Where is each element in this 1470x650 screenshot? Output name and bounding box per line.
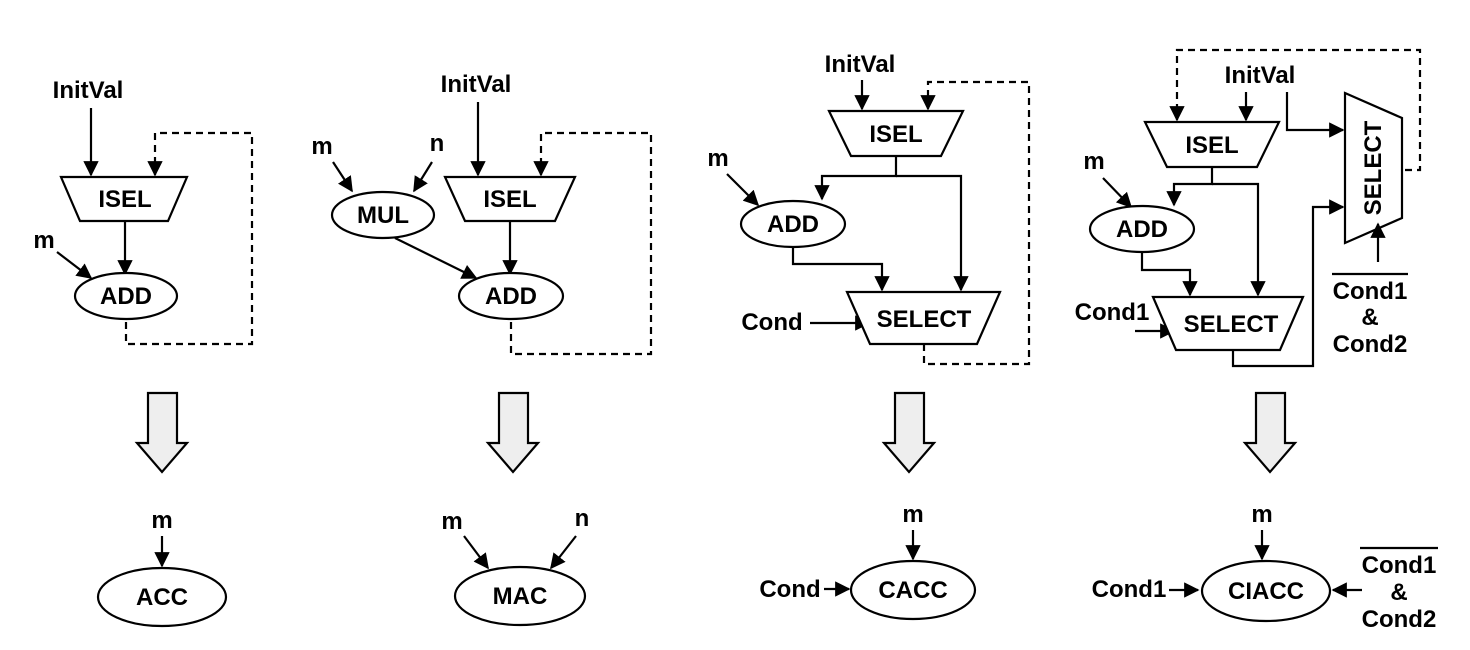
isel-block xyxy=(1143,120,1281,169)
initval-label: InitVal xyxy=(1225,62,1296,89)
add-node xyxy=(73,271,179,321)
select-to-side-select-wire xyxy=(1231,199,1345,368)
result-cond1-label: Cond1 xyxy=(1092,576,1167,603)
ciacc-node xyxy=(1200,559,1332,623)
m-arrow xyxy=(726,173,760,207)
result-input-label: m xyxy=(902,501,923,528)
add-node xyxy=(457,271,565,321)
isel-block xyxy=(827,109,965,158)
result-cond-label: Cond xyxy=(759,576,820,603)
n-label: n xyxy=(430,130,445,157)
add-label: ADD xyxy=(767,211,819,238)
side-select-label: SELECT xyxy=(1360,120,1387,215)
cond-neg-label: Cond1 xyxy=(1333,278,1408,305)
result-input-m-label: m xyxy=(441,508,462,535)
cond-label: Cond xyxy=(741,309,802,336)
transform-arrow xyxy=(485,391,541,474)
result-input-label: m xyxy=(151,507,172,534)
result-amp-label: & xyxy=(1390,579,1407,606)
isel-label: ISEL xyxy=(1185,132,1238,159)
isel-to-select-wire xyxy=(1212,182,1266,297)
cacc-label: CACC xyxy=(878,577,947,604)
feedback-loop xyxy=(920,80,1031,366)
ciacc-label: CIACC xyxy=(1228,578,1304,605)
isel-to-add-wire xyxy=(814,156,898,201)
add-to-select-wire xyxy=(791,247,890,292)
feedback-loop xyxy=(509,131,653,356)
result-input-label: m xyxy=(1251,501,1272,528)
initval-label: InitVal xyxy=(441,71,512,98)
cond2-label: Cond2 xyxy=(1333,331,1408,358)
add-to-select-wire xyxy=(1140,252,1198,297)
isel-label: ISEL xyxy=(483,186,536,213)
mul-to-add-arrow xyxy=(394,237,478,279)
initval-label: InitVal xyxy=(825,51,896,78)
panel-cacc: InitVal ISEL m ADD Cond SELECT m Cond CA… xyxy=(707,51,1031,621)
result-cond2-label: Cond2 xyxy=(1362,606,1437,633)
panel-ciacc: InitVal ISEL m ADD Cond1 SELECT SELECT C… xyxy=(1075,48,1438,633)
select-label: SELECT xyxy=(877,306,972,333)
initval-to-side-select-wire xyxy=(1285,92,1345,138)
result-input-n-arrow xyxy=(550,535,577,570)
transform-arrow xyxy=(1242,391,1298,474)
m-arrow xyxy=(332,161,353,193)
panel-mac: m n MUL InitVal ISEL ADD m n MAC xyxy=(311,71,653,627)
transform-arrow xyxy=(881,391,937,474)
cacc-node xyxy=(849,559,977,621)
add-label: ADD xyxy=(100,283,152,310)
mac-label: MAC xyxy=(493,583,548,610)
amp-label: & xyxy=(1361,304,1378,331)
acc-label: ACC xyxy=(136,584,188,611)
add-label: ADD xyxy=(485,283,537,310)
mul-label: MUL xyxy=(357,202,409,229)
initval-label: InitVal xyxy=(53,77,124,104)
isel-to-select-wire xyxy=(896,174,969,292)
select-block xyxy=(845,290,1002,346)
side-select-block xyxy=(1343,91,1404,245)
m-label: m xyxy=(707,145,728,172)
n-arrow xyxy=(413,161,433,193)
result-cond-neg-label: Cond1 xyxy=(1362,552,1437,579)
select-block xyxy=(1151,295,1305,352)
acc-node xyxy=(96,566,228,628)
m-label: m xyxy=(311,133,332,160)
result-input-n-label: n xyxy=(575,505,590,532)
m-arrow xyxy=(56,251,93,279)
cond1-label: Cond1 xyxy=(1075,299,1150,326)
m-label: m xyxy=(1083,148,1104,175)
panel-acc: InitVal ISEL m ADD m ACC xyxy=(33,77,254,628)
isel-to-add-wire xyxy=(1166,167,1214,207)
mul-node xyxy=(330,190,436,240)
mac-node xyxy=(453,565,587,627)
transform-arrow xyxy=(134,391,190,474)
m-arrow xyxy=(1102,177,1133,209)
feedback-loop xyxy=(1169,48,1422,172)
add-label: ADD xyxy=(1116,216,1168,243)
result-input-m-arrow xyxy=(463,535,489,570)
isel-block xyxy=(443,175,577,223)
isel-label: ISEL xyxy=(869,121,922,148)
select-label: SELECT xyxy=(1184,311,1279,338)
m-label: m xyxy=(33,227,54,254)
isel-label: ISEL xyxy=(98,186,151,213)
isel-block xyxy=(59,175,189,223)
feedback-loop xyxy=(124,131,254,346)
